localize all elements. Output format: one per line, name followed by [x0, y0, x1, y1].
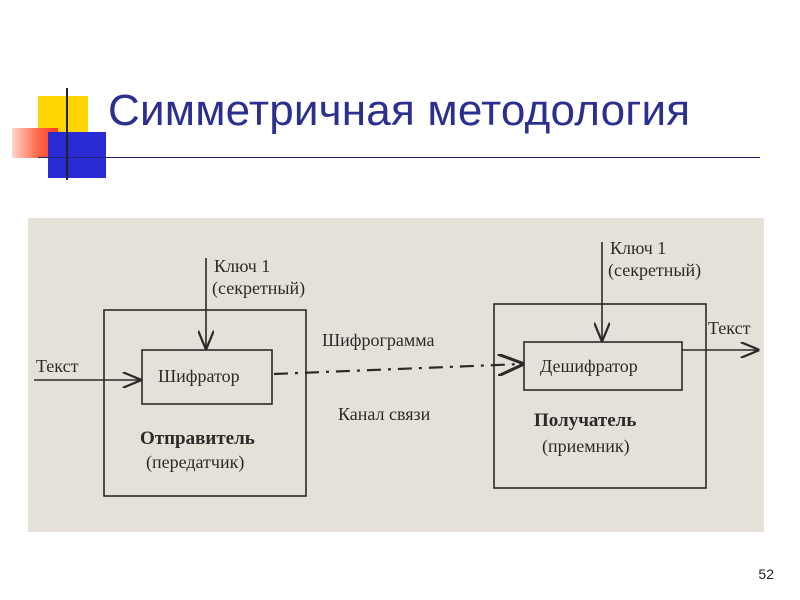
decor-blue-square — [48, 132, 106, 178]
decor-vertical-line — [66, 88, 68, 180]
sender-label: Отправитель — [140, 428, 255, 449]
output-text-label: Текст — [708, 318, 751, 338]
page-number: 52 — [758, 566, 774, 582]
receiver-box — [493, 303, 707, 489]
input-text-label: Текст — [36, 356, 79, 376]
channel-bottom-label: Канал связи — [338, 404, 431, 424]
channel-top-label: Шифрограмма — [322, 330, 434, 350]
sender-box — [103, 309, 307, 497]
diagram-scan: Ключ 1 (секретный) Текст Шифратор Отправ… — [28, 218, 764, 532]
sender-key-note: (секретный) — [212, 278, 305, 299]
decryptor-label: Дешифратор — [540, 356, 638, 376]
encryptor-label: Шифратор — [158, 366, 240, 386]
receiver-label: Получатель — [534, 410, 636, 431]
receiver-key-label: Ключ 1 — [610, 238, 666, 258]
title-underline — [38, 157, 760, 158]
encryptor-block — [141, 349, 273, 405]
sender-key-label: Ключ 1 — [214, 256, 270, 276]
symmetric-scheme-diagram: Ключ 1 (секретный) Текст Шифратор Отправ… — [34, 238, 764, 497]
receiver-sublabel: (приемник) — [542, 436, 630, 457]
sender-sublabel: (передатчик) — [146, 452, 244, 473]
receiver-key-note: (секретный) — [608, 260, 701, 281]
channel-arrow — [273, 364, 522, 374]
slide-title: Симметричная методология — [108, 86, 691, 135]
